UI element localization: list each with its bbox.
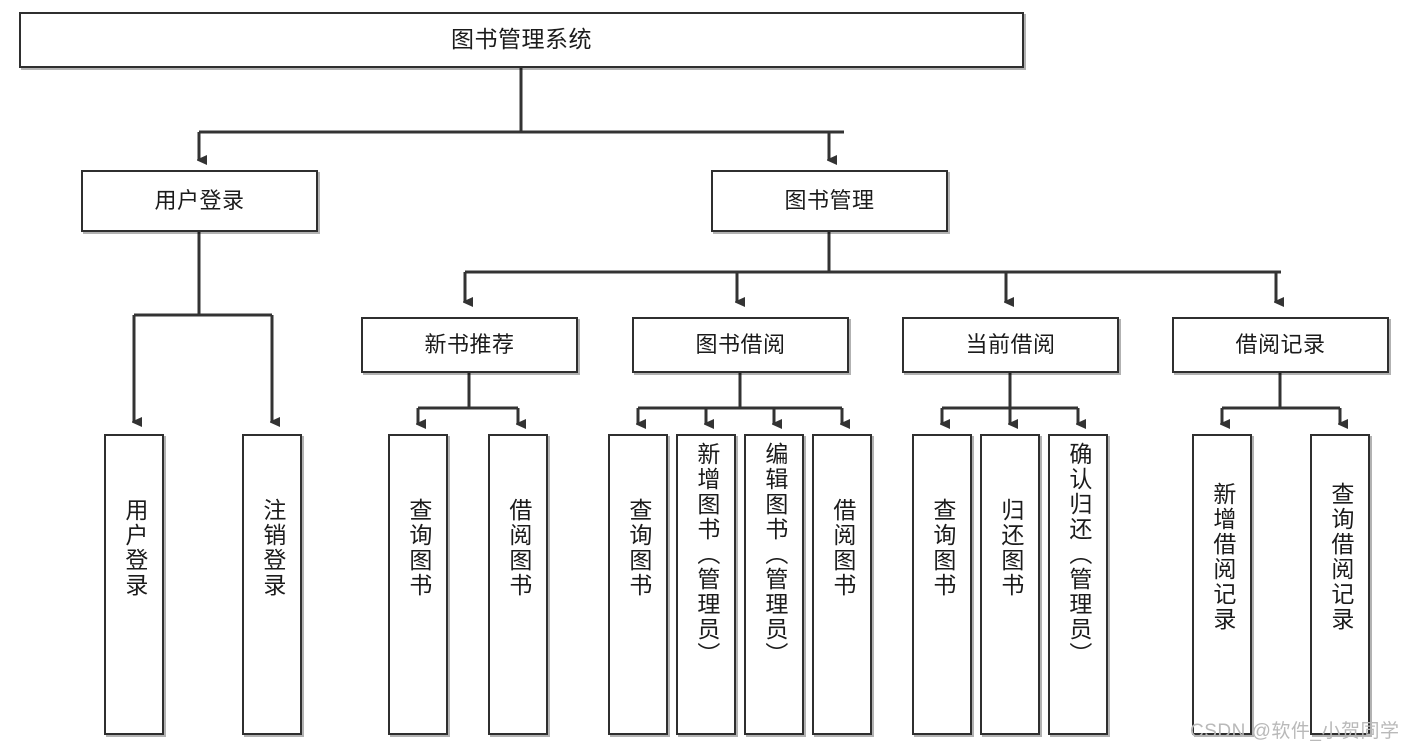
node-user-login[interactable]: 用户登录 (81, 170, 318, 232)
leaf-records-add-record[interactable]: 新增借阅记录 (1192, 434, 1252, 735)
leaf-current-query-book[interactable]: 查询图书 (912, 434, 972, 735)
leaf-user-login-signin[interactable]: 用户登录 (104, 434, 164, 735)
leaf-borrow-edit-book-admin[interactable]: 编辑图书（管理员） (744, 434, 804, 735)
node-label: 新书推荐 (424, 331, 515, 357)
node-label: 当前借阅 (965, 331, 1056, 357)
leaf-new-books-borrow-book[interactable]: 借阅图书 (488, 434, 548, 735)
csdn-watermark: CSDN @软件_小贺同学 (1190, 721, 1400, 742)
node-label: 借阅图书 (829, 498, 856, 598)
node-label: 用户登录 (154, 187, 245, 213)
leaf-current-confirm-return-admin[interactable]: 确认归还（管理员） (1048, 434, 1108, 735)
node-label: 注销登录 (259, 498, 286, 598)
leaf-current-return-book[interactable]: 归还图书 (980, 434, 1040, 735)
node-label: 查询图书 (625, 498, 652, 598)
leaf-new-books-query-book[interactable]: 查询图书 (388, 434, 448, 735)
leaf-records-query-record[interactable]: 查询借阅记录 (1310, 434, 1370, 735)
node-label: 借阅记录 (1235, 331, 1326, 357)
node-new-book-recommendation[interactable]: 新书推荐 (361, 317, 578, 373)
node-borrow-records[interactable]: 借阅记录 (1172, 317, 1389, 373)
node-label: 查询图书 (929, 498, 956, 598)
node-label: 图书管理 (784, 187, 875, 213)
node-label: 图书借阅 (695, 331, 786, 357)
node-current-borrowing[interactable]: 当前借阅 (902, 317, 1119, 373)
leaf-borrow-add-book-admin[interactable]: 新增图书（管理员） (676, 434, 736, 735)
node-label: 查询图书 (405, 498, 432, 598)
node-label: 新增图书（管理员） (693, 442, 720, 667)
node-label: 查询借阅记录 (1327, 482, 1354, 632)
node-label: 用户登录 (121, 498, 148, 598)
node-root-book-management-system[interactable]: 图书管理系统 (19, 12, 1024, 68)
node-label: 借阅图书 (505, 498, 532, 598)
node-book-borrowing[interactable]: 图书借阅 (632, 317, 849, 373)
node-label: 确认归还（管理员） (1065, 442, 1092, 667)
node-book-management[interactable]: 图书管理 (711, 170, 948, 232)
node-label: 归还图书 (997, 498, 1024, 598)
node-label: 编辑图书（管理员） (761, 442, 788, 667)
node-label: 新增借阅记录 (1209, 482, 1236, 632)
node-label: 图书管理系统 (451, 26, 592, 53)
leaf-borrow-query-book[interactable]: 查询图书 (608, 434, 668, 735)
leaf-borrow-borrow-book[interactable]: 借阅图书 (812, 434, 872, 735)
leaf-user-login-signout[interactable]: 注销登录 (242, 434, 302, 735)
